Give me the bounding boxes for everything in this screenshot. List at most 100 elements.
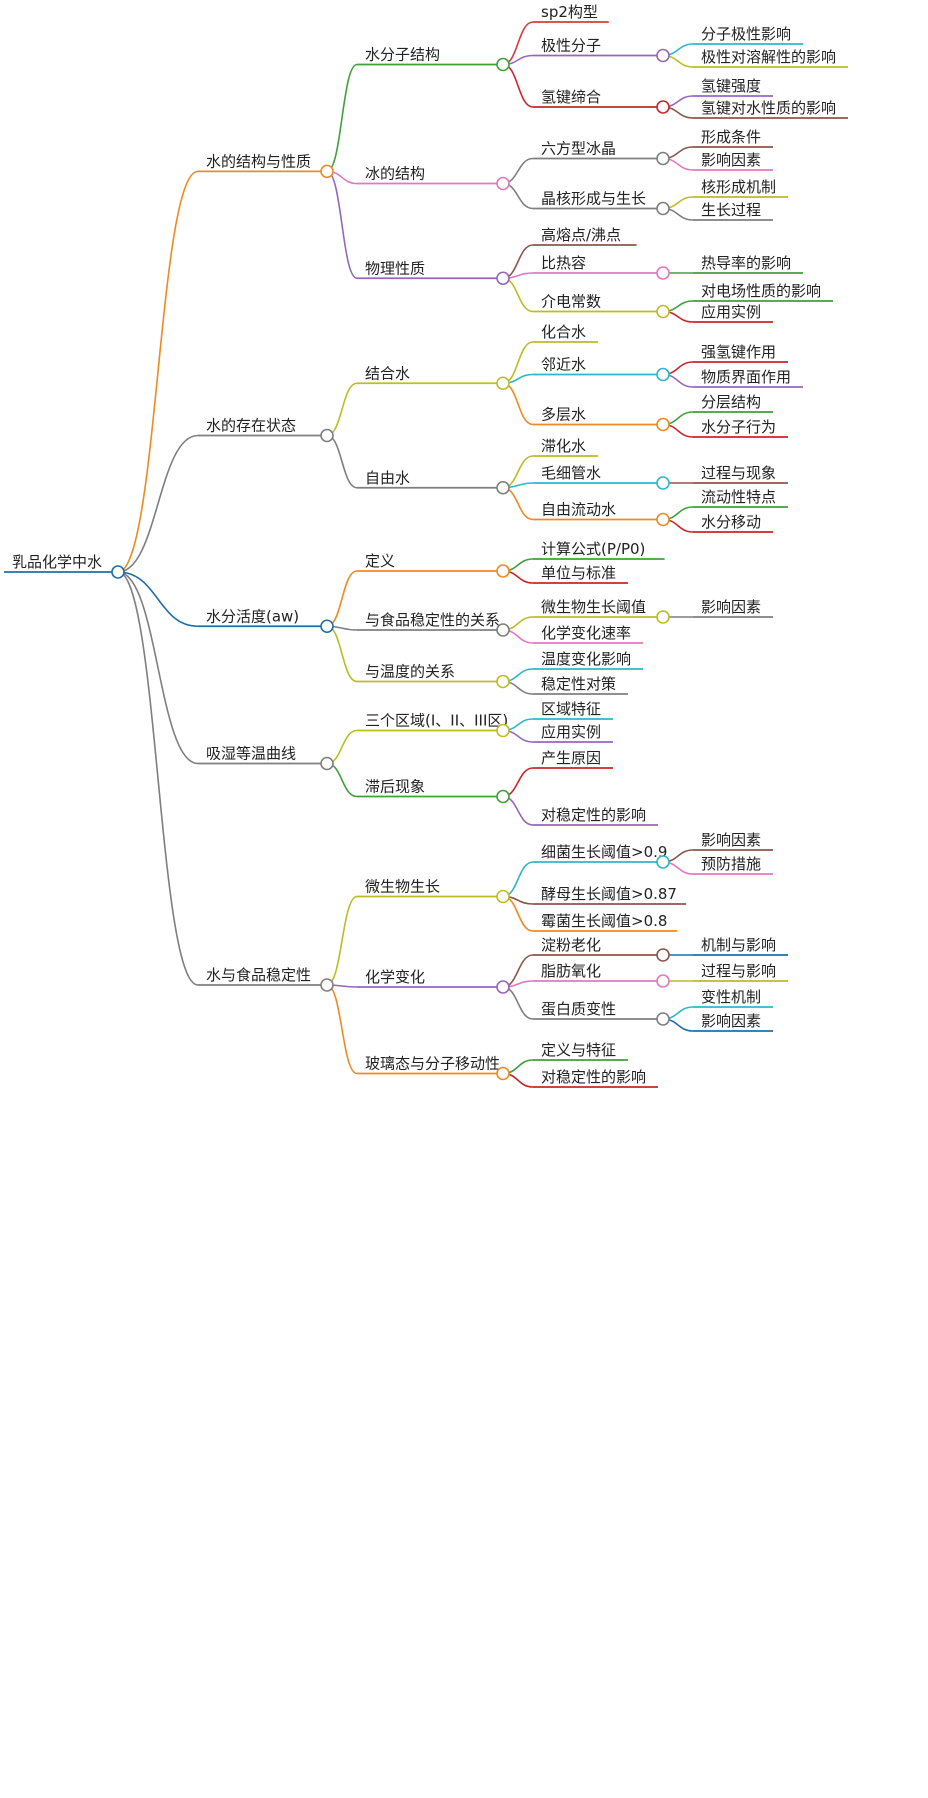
node-label[interactable]: 稳定性对策 bbox=[541, 675, 616, 693]
node-label[interactable]: 化学变化 bbox=[365, 968, 425, 986]
node-label[interactable]: 氢键强度 bbox=[701, 77, 761, 95]
node-label[interactable]: 区域特征 bbox=[541, 700, 601, 718]
collapse-toggle-icon[interactable] bbox=[496, 376, 510, 391]
collapse-toggle-icon[interactable] bbox=[496, 789, 510, 804]
node-label[interactable]: sp2构型 bbox=[541, 3, 598, 21]
node-label[interactable]: 晶核形成与生长 bbox=[541, 190, 646, 208]
node-label[interactable]: 定义与特征 bbox=[541, 1041, 616, 1059]
node-label[interactable]: 滞后现象 bbox=[365, 778, 425, 796]
collapse-toggle-icon[interactable] bbox=[656, 1012, 670, 1026]
node-label[interactable]: 化学变化速率 bbox=[541, 624, 631, 642]
node-label[interactable]: 与温度的关系 bbox=[365, 663, 455, 681]
node-label[interactable]: 霉菌生长阈值>0.8 bbox=[541, 912, 667, 930]
collapse-toggle-icon[interactable] bbox=[496, 176, 510, 191]
node-label[interactable]: 比热容 bbox=[541, 254, 586, 272]
node-label[interactable]: 物质界面作用 bbox=[701, 368, 791, 386]
node-label[interactable]: 自由流动水 bbox=[541, 501, 616, 519]
node-label[interactable]: 分子极性影响 bbox=[701, 25, 791, 43]
node-label[interactable]: 氢键缔合 bbox=[541, 88, 601, 106]
node-label[interactable]: 水分移动 bbox=[701, 513, 761, 531]
node-label[interactable]: 单位与标准 bbox=[541, 564, 616, 582]
collapse-toggle-icon[interactable] bbox=[496, 723, 510, 738]
node-label[interactable]: 核形成机制 bbox=[701, 178, 776, 196]
collapse-toggle-icon[interactable] bbox=[496, 889, 510, 904]
node-label[interactable]: 结合水 bbox=[365, 364, 410, 382]
node-label[interactable]: 微生物生长阈值 bbox=[541, 598, 646, 616]
node-label[interactable]: 定义 bbox=[365, 552, 395, 570]
collapse-toggle-icon[interactable] bbox=[656, 367, 670, 382]
collapse-toggle-icon[interactable] bbox=[320, 978, 334, 992]
collapse-toggle-icon[interactable] bbox=[656, 48, 670, 63]
collapse-toggle-icon[interactable] bbox=[656, 266, 670, 280]
node-label[interactable]: 流动性特点 bbox=[701, 488, 776, 506]
node-label[interactable]: 温度变化影响 bbox=[541, 650, 631, 668]
node-label[interactable]: 脂肪氧化 bbox=[541, 962, 601, 980]
node-label[interactable]: 水的结构与性质 bbox=[206, 152, 311, 170]
node-label[interactable]: 热导率的影响 bbox=[701, 254, 791, 272]
node-label[interactable]: 与食品稳定性的关系 bbox=[365, 611, 500, 629]
collapse-toggle-icon[interactable] bbox=[656, 855, 670, 869]
node-label[interactable]: 形成条件 bbox=[701, 128, 761, 146]
collapse-toggle-icon[interactable] bbox=[320, 619, 334, 634]
node-label[interactable]: 极性分子 bbox=[541, 37, 601, 55]
collapse-toggle-icon[interactable] bbox=[320, 756, 334, 771]
node-label[interactable]: 水分子行为 bbox=[701, 418, 776, 436]
collapse-toggle-icon[interactable] bbox=[496, 980, 510, 994]
node-label[interactable]: 水分子结构 bbox=[365, 46, 440, 64]
collapse-toggle-icon[interactable] bbox=[656, 151, 670, 166]
node-label[interactable]: 物理性质 bbox=[365, 259, 425, 277]
root-node-label[interactable]: 乳品化学中水 bbox=[12, 553, 102, 571]
node-label[interactable]: 应用实例 bbox=[701, 303, 761, 321]
node-label[interactable]: 细菌生长阈值>0.9 bbox=[541, 843, 667, 861]
node-label[interactable]: 对稳定性的影响 bbox=[541, 1068, 646, 1086]
node-label[interactable]: 冰的结构 bbox=[365, 165, 425, 183]
collapse-toggle-icon[interactable] bbox=[656, 417, 670, 432]
collapse-toggle-icon[interactable] bbox=[496, 674, 510, 689]
node-label[interactable]: 强氢键作用 bbox=[701, 343, 776, 361]
node-label[interactable]: 微生物生长 bbox=[365, 878, 440, 896]
node-label[interactable]: 水分活度(aw) bbox=[206, 607, 299, 625]
collapse-toggle-icon[interactable] bbox=[656, 512, 670, 527]
node-label[interactable]: 产生原因 bbox=[541, 749, 601, 767]
collapse-toggle-icon[interactable] bbox=[656, 610, 670, 624]
node-label[interactable]: 影响因素 bbox=[701, 151, 761, 169]
node-label[interactable]: 毛细管水 bbox=[541, 464, 601, 482]
collapse-toggle-icon[interactable] bbox=[111, 565, 125, 579]
node-label[interactable]: 生长过程 bbox=[701, 201, 761, 219]
node-label[interactable]: 玻璃态与分子移动性 bbox=[365, 1055, 500, 1073]
collapse-toggle-icon[interactable] bbox=[656, 974, 670, 988]
node-label[interactable]: 对稳定性的影响 bbox=[541, 806, 646, 824]
node-label[interactable]: 过程与影响 bbox=[701, 962, 776, 980]
collapse-toggle-icon[interactable] bbox=[656, 100, 670, 114]
node-label[interactable]: 高熔点/沸点 bbox=[541, 226, 621, 244]
collapse-toggle-icon[interactable] bbox=[656, 476, 670, 490]
node-label[interactable]: 对电场性质的影响 bbox=[701, 282, 821, 300]
node-label[interactable]: 蛋白质变性 bbox=[541, 1000, 616, 1018]
collapse-toggle-icon[interactable] bbox=[320, 164, 334, 179]
node-label[interactable]: 影响因素 bbox=[701, 831, 761, 849]
node-label[interactable]: 计算公式(P/P0) bbox=[541, 540, 645, 558]
node-label[interactable]: 过程与现象 bbox=[701, 464, 776, 482]
collapse-toggle-icon[interactable] bbox=[656, 304, 670, 319]
node-label[interactable]: 影响因素 bbox=[701, 598, 761, 616]
node-label[interactable]: 化合水 bbox=[541, 323, 586, 341]
node-label[interactable]: 介电常数 bbox=[541, 293, 601, 311]
node-label[interactable]: 淀粉老化 bbox=[541, 936, 601, 954]
node-label[interactable]: 应用实例 bbox=[541, 723, 601, 741]
node-label[interactable]: 变性机制 bbox=[701, 988, 761, 1006]
node-label[interactable]: 分层结构 bbox=[701, 393, 761, 411]
node-label[interactable]: 机制与影响 bbox=[701, 936, 776, 954]
node-label[interactable]: 水的存在状态 bbox=[206, 417, 296, 435]
node-label[interactable]: 吸湿等温曲线 bbox=[206, 745, 296, 763]
node-label[interactable]: 极性对溶解性的影响 bbox=[701, 48, 836, 66]
node-label[interactable]: 氢键对水性质的影响 bbox=[701, 99, 836, 117]
node-label[interactable]: 影响因素 bbox=[701, 1012, 761, 1030]
node-label[interactable]: 邻近水 bbox=[541, 356, 586, 374]
collapse-toggle-icon[interactable] bbox=[496, 271, 510, 286]
collapse-toggle-icon[interactable] bbox=[496, 480, 510, 495]
collapse-toggle-icon[interactable] bbox=[496, 57, 510, 72]
collapse-toggle-icon[interactable] bbox=[656, 201, 670, 216]
node-label[interactable]: 三个区域(I、II、III区) bbox=[365, 712, 508, 730]
collapse-toggle-icon[interactable] bbox=[320, 428, 334, 443]
node-label[interactable]: 自由水 bbox=[365, 469, 410, 487]
